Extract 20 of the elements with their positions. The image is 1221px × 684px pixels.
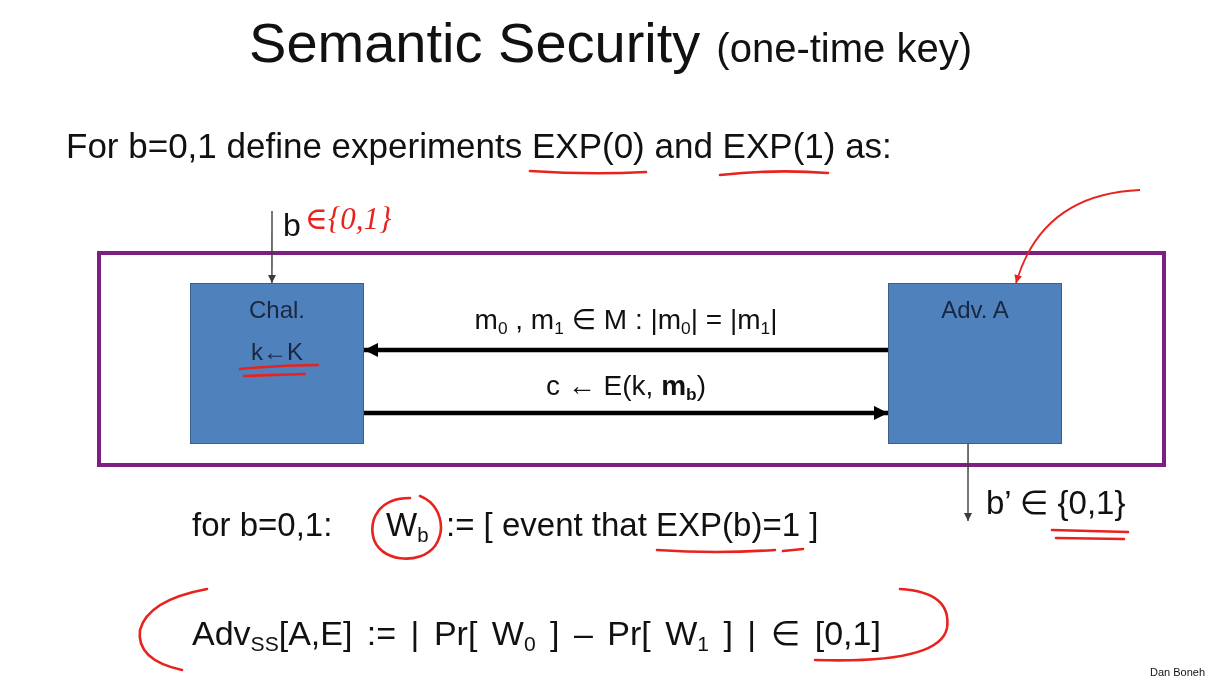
arrow	[964, 443, 972, 522]
box-text: k←K	[251, 337, 303, 367]
arrow	[364, 405, 888, 420]
process-box	[190, 283, 364, 444]
process-box	[888, 283, 1062, 444]
formula-text: Adv$_{SS}$[A,E] := | Pr[ W$_{0}$ ] – Pr[ W$_{1}$ ] | ∈ [0,1]	[192, 614, 881, 654]
slide-title: Semantic Security	[249, 10, 701, 75]
box-heading: Chal.	[249, 295, 305, 325]
definition-text: := [ event that EXP(b)=1 ]	[446, 506, 819, 544]
outline-frame	[97, 251, 1166, 467]
definition-text: W$_{b}$	[386, 506, 429, 544]
handwritten-note: ∈{0,1}	[305, 201, 392, 237]
box-heading: Adv. A	[941, 295, 1009, 325]
title-note: (one-time key)	[716, 26, 972, 71]
definition-text: for b=0,1:	[192, 506, 333, 544]
arrow	[267, 210, 276, 284]
instruction-text: For b=0,1 define experiments EXP(0) and EXP(1) as:	[66, 126, 892, 167]
arrow	[364, 343, 888, 357]
author-credit: Dan Boneh	[1150, 666, 1206, 679]
arrow	[1014, 189, 1141, 284]
